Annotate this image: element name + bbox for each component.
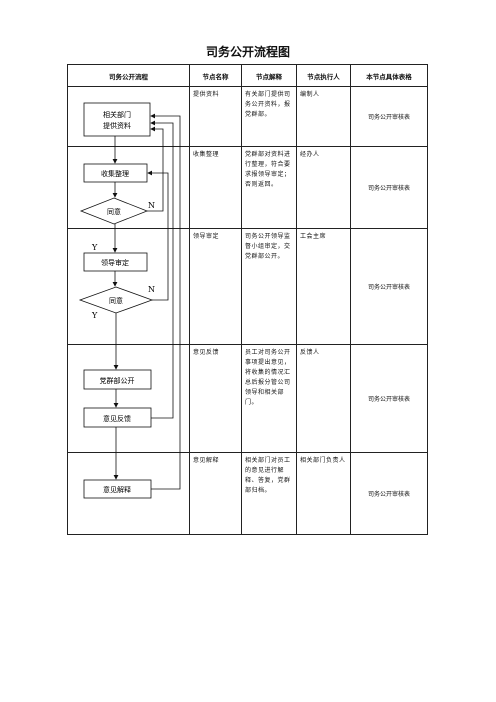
- node-executor: 经办人: [296, 146, 351, 229]
- node-executor: 相关部门负责人: [296, 452, 351, 535]
- node-name: 提供资料: [189, 86, 242, 147]
- collect-node: [83, 163, 148, 183]
- node-explain: 有关部门提供司务公开资料，报党群部。: [241, 86, 297, 147]
- process-table: 司务公开流程 节点名称 节点解释 节点执行人 本节点具体表格 提供资料 有关部门…: [67, 64, 428, 535]
- page-title: 司务公开流程图: [205, 45, 290, 59]
- yes-label-2: Y: [91, 311, 98, 320]
- feedback-node: [83, 407, 152, 428]
- node-form: 司务公开审核表: [350, 146, 428, 229]
- table-row: 意见反馈 员工对司务公开事项提出意见，将收集的情况汇总后报分管公司领导和相关部门…: [67, 344, 428, 453]
- provide-label-1: 相关部门: [103, 110, 131, 119]
- node-form: 司务公开审核表: [350, 228, 428, 345]
- collect-label: 收集整理: [101, 169, 129, 178]
- provide-node: [83, 102, 151, 137]
- node-executor: 工会主席: [296, 228, 351, 345]
- provide-label-2: 提供资料: [103, 121, 131, 130]
- no-label-2: N: [148, 285, 155, 294]
- node-name: 领导审定: [189, 228, 242, 345]
- node-explain: 党群部对资料进行整理，符合要求报领导审定；否则返回。: [241, 146, 297, 229]
- node-explain: 司务公开领导监督小组审定，交党群部公开。: [241, 228, 297, 345]
- node-executor: 反馈人: [296, 344, 351, 453]
- flow-cell: [67, 344, 190, 453]
- agree2-label: 同意: [109, 296, 123, 305]
- yes-label-1: Y: [91, 243, 98, 252]
- explain-label: 意见解释: [103, 485, 131, 494]
- feedback-label: 意见反馈: [103, 414, 131, 423]
- publish-label: 党群部公开: [100, 376, 135, 385]
- agree1-diamond: [79, 197, 149, 225]
- publish-node: [83, 369, 152, 390]
- node-form: 司务公开审核表: [350, 86, 428, 147]
- flow-cell: [67, 228, 190, 345]
- table-row: 意见解释 相关部门对员工的意见进行解释、答复，党群部归档。 相关部门负责人 司务…: [67, 452, 428, 535]
- node-explain: 员工对司务公开事项提出意见，将收集的情况汇总后报分管公司领导和相关部门。: [241, 344, 297, 453]
- review-node: [83, 252, 148, 272]
- review-label: 领导审定: [101, 258, 129, 267]
- node-form: 司务公开审核表: [350, 452, 428, 535]
- agree1-label: 同意: [107, 207, 121, 216]
- no-label-1: N: [148, 201, 155, 210]
- node-form: 司务公开审核表: [350, 344, 428, 453]
- node-explain: 相关部门对员工的意见进行解释、答复，党群部归档。: [241, 452, 297, 535]
- table-row: 领导审定 司务公开领导监督小组审定，交党群部公开。 工会主席 司务公开审核表: [67, 228, 428, 345]
